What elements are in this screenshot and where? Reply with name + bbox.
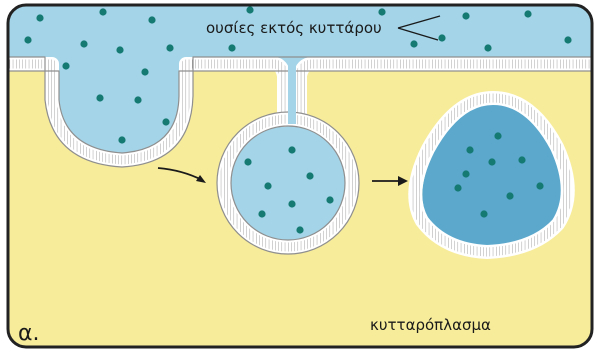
particle bbox=[506, 192, 513, 199]
panel-letter: α. bbox=[18, 321, 40, 346]
cytoplasm-label: κυτταρόπλασμα bbox=[370, 316, 491, 334]
particle bbox=[462, 170, 469, 177]
particle bbox=[466, 146, 473, 153]
particle bbox=[288, 146, 295, 153]
particle bbox=[524, 10, 531, 17]
particle bbox=[484, 44, 491, 51]
particle bbox=[288, 200, 295, 207]
particle bbox=[116, 46, 123, 53]
particle bbox=[258, 210, 265, 217]
particle bbox=[518, 156, 525, 163]
particle bbox=[162, 118, 169, 125]
particle bbox=[378, 8, 385, 15]
particle bbox=[306, 172, 313, 179]
particle bbox=[326, 196, 333, 203]
particle bbox=[148, 16, 155, 23]
particle bbox=[438, 34, 445, 41]
outside-substances-label: ουσίες εκτός κυττάρου bbox=[206, 19, 382, 37]
particle bbox=[536, 182, 543, 189]
particle bbox=[166, 44, 173, 51]
particle bbox=[118, 136, 125, 143]
membrane-neck bbox=[288, 64, 296, 124]
particle bbox=[62, 62, 69, 69]
particle bbox=[36, 14, 43, 21]
particle bbox=[134, 96, 141, 103]
particle bbox=[564, 36, 571, 43]
particle bbox=[228, 44, 235, 51]
particle bbox=[462, 12, 469, 19]
particle bbox=[244, 158, 251, 165]
particle bbox=[410, 40, 417, 47]
particle bbox=[480, 210, 487, 217]
particle bbox=[99, 8, 106, 15]
particle bbox=[24, 36, 31, 43]
particle bbox=[454, 184, 461, 191]
particle bbox=[264, 182, 271, 189]
particle bbox=[96, 94, 103, 101]
particle bbox=[141, 68, 148, 75]
particle bbox=[494, 132, 501, 139]
particle bbox=[488, 158, 495, 165]
particle bbox=[80, 40, 87, 47]
particle bbox=[296, 226, 303, 233]
particle bbox=[246, 6, 253, 13]
